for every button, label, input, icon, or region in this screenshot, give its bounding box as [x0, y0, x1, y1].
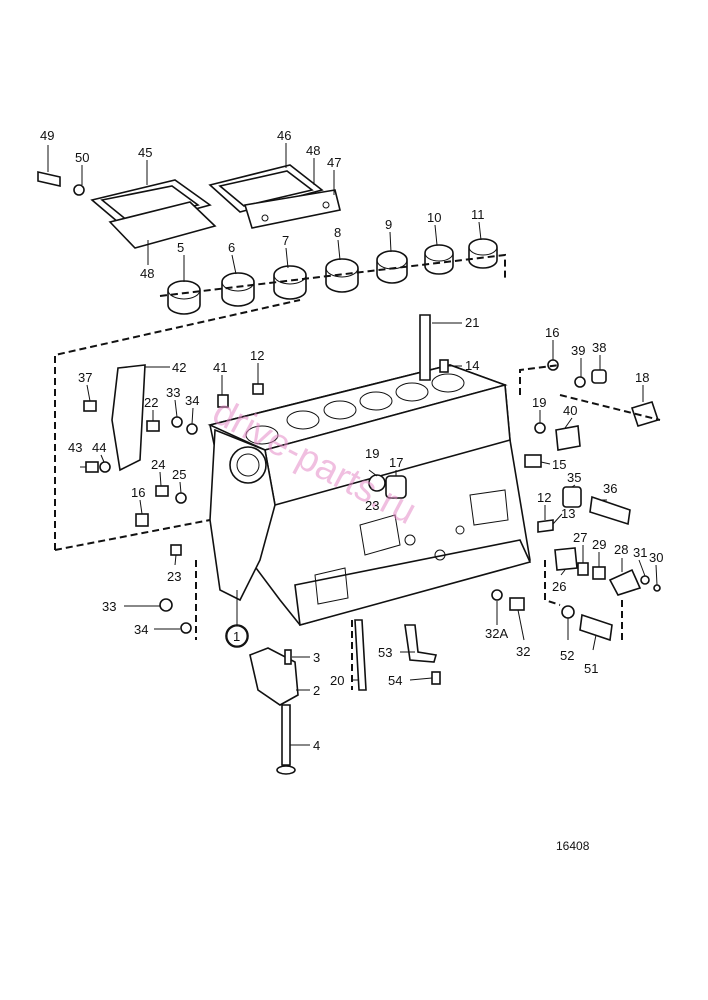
callout-40: 40: [563, 403, 577, 418]
callout-48: 48: [140, 266, 154, 281]
callout-28: 28: [614, 542, 628, 557]
callout-32a: 32A: [485, 626, 508, 641]
callout-5: 5: [177, 240, 184, 255]
callout-19: 19: [365, 446, 379, 461]
callout-6: 6: [228, 240, 235, 255]
callout-49: 49: [40, 128, 54, 143]
callout-38: 38: [592, 340, 606, 355]
callout-53: 53: [378, 645, 392, 660]
callout-46: 46: [277, 128, 291, 143]
callout-16: 16: [545, 325, 559, 340]
callout-17: 17: [389, 455, 403, 470]
callout-10: 10: [427, 210, 441, 225]
callout-1: 1: [233, 629, 240, 644]
callout-13: 13: [561, 506, 575, 521]
callout-45: 45: [138, 145, 152, 160]
callout-22: 22: [144, 395, 158, 410]
callout-52: 52: [560, 648, 574, 663]
callout-12: 12: [537, 490, 551, 505]
callout-23: 23: [167, 569, 181, 584]
callout-42: 42: [172, 360, 186, 375]
callout-19: 19: [532, 395, 546, 410]
callout-27: 27: [573, 530, 587, 545]
callout-15: 15: [552, 457, 566, 472]
callout-16: 16: [131, 485, 145, 500]
callout-41: 41: [213, 360, 227, 375]
callout-2: 2: [313, 683, 320, 698]
engine-block: [207, 364, 532, 627]
misc-parts: [83, 314, 661, 775]
callout-11: 11: [471, 207, 485, 222]
callout-50: 50: [75, 150, 89, 165]
main-bearing-shells: [159, 238, 506, 315]
callout-18: 18: [635, 370, 649, 385]
callout-43: 43: [68, 440, 82, 455]
callout-39: 39: [571, 343, 585, 358]
callout-51: 51: [584, 661, 598, 676]
callout-24: 24: [151, 457, 165, 472]
callout-36: 36: [603, 481, 617, 496]
drawing-number: 16408: [556, 839, 590, 853]
callout-3: 3: [313, 650, 320, 665]
assembly-lines: [54, 299, 661, 690]
callout-33: 33: [166, 385, 180, 400]
callout-33: 33: [102, 599, 116, 614]
callout-20: 20: [330, 673, 344, 688]
callout-48: 48: [306, 143, 320, 158]
callout-34: 34: [134, 622, 148, 637]
callout-32: 32: [516, 644, 530, 659]
callout-25: 25: [172, 467, 186, 482]
callout-30: 30: [649, 550, 663, 565]
callout-12: 12: [250, 348, 264, 363]
leader-lines: [47, 143, 658, 746]
callout-4: 4: [313, 738, 320, 753]
callout-29: 29: [592, 537, 606, 552]
callout-35: 35: [567, 470, 581, 485]
callout-14: 14: [465, 358, 479, 373]
callout-47: 47: [327, 155, 341, 170]
callout-34: 34: [185, 393, 199, 408]
callout-44: 44: [92, 440, 106, 455]
callout-21: 21: [465, 315, 479, 330]
callout-8: 8: [334, 225, 341, 240]
callout-26: 26: [552, 579, 566, 594]
gasket-cover-group: [37, 164, 341, 249]
callout-37: 37: [78, 370, 92, 385]
callout-labels: 49 50 45 46 48 47 48 5 6 7 8 9 10 11 21 …: [40, 128, 663, 753]
callout-23: 23: [365, 498, 379, 513]
callout-7: 7: [282, 233, 289, 248]
callout-54: 54: [388, 673, 402, 688]
callout-9: 9: [385, 217, 392, 232]
callout-31: 31: [633, 545, 647, 560]
